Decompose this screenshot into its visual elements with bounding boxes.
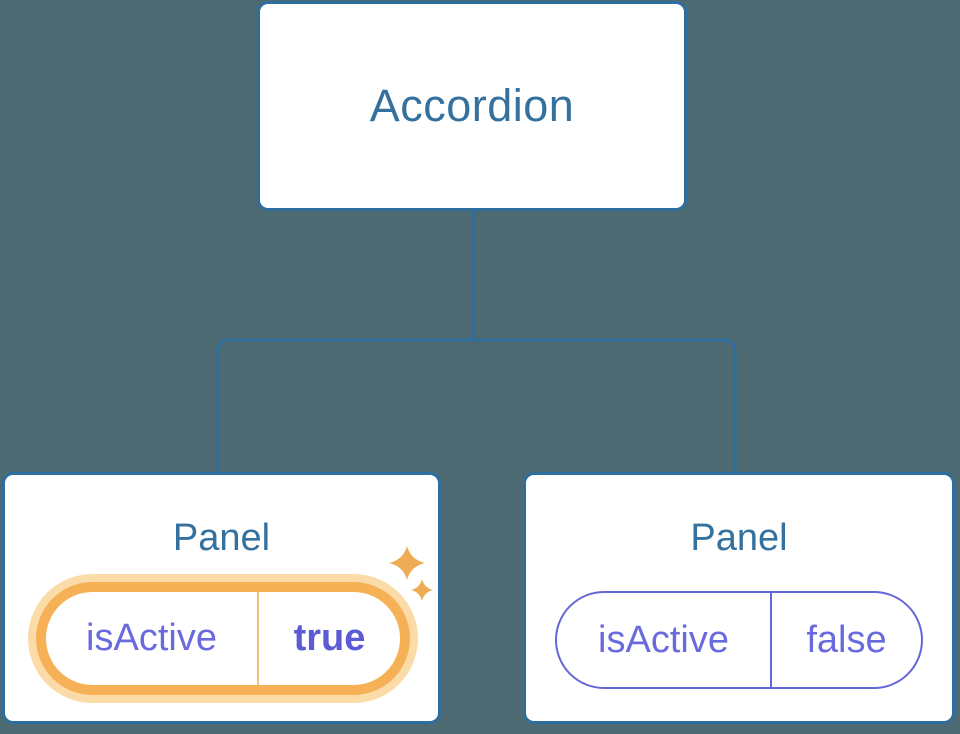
state-value-label: false: [806, 618, 887, 661]
accordion-node-label: Accordion: [369, 80, 575, 131]
state-key-label: isActive: [46, 592, 259, 685]
accordion-node: Accordion: [257, 1, 687, 211]
state-pill-inactive: isActive false: [555, 591, 923, 689]
state-pill-active: isActive true: [36, 582, 410, 695]
state-key-label: isActive: [557, 593, 772, 687]
panel-title: Panel: [172, 517, 271, 559]
state-value-label: true: [293, 617, 366, 659]
panel-title: Panel: [690, 517, 788, 559]
